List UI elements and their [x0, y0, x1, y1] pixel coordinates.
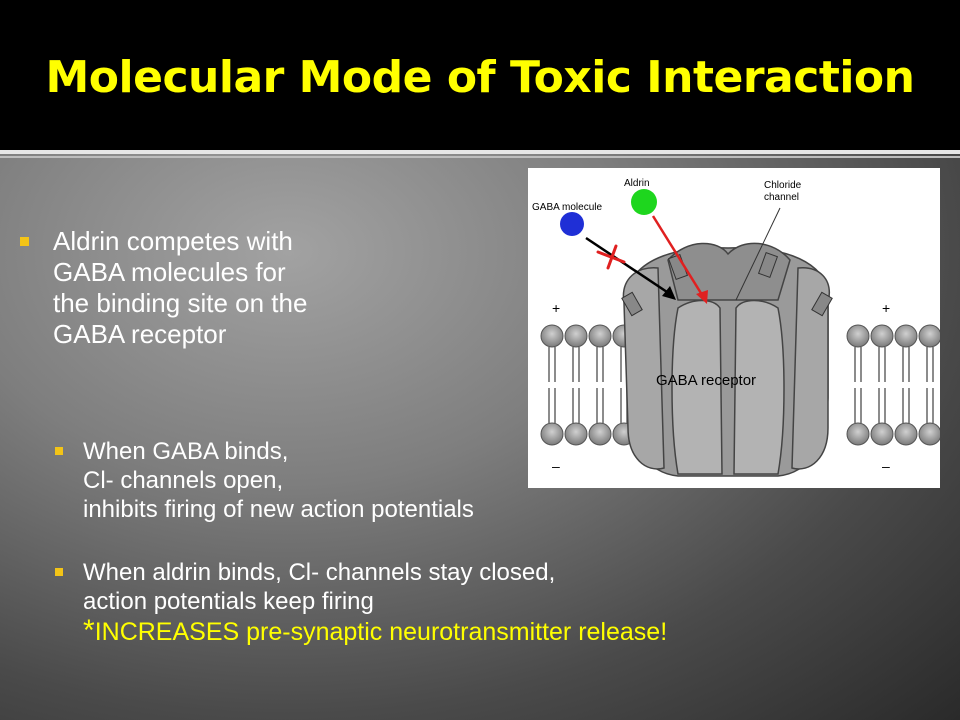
main-bullet-line: GABA molecules for	[53, 257, 286, 287]
slide-title: Molecular Mode of Toxic Interaction	[45, 52, 915, 103]
gaba-arrow	[585, 236, 674, 298]
minus-sign-right: –	[882, 458, 890, 474]
sub-bullet-square-icon	[55, 447, 63, 455]
sub-bullet-gaba: When GABA binds, Cl- channels open, inhi…	[55, 437, 935, 524]
title-divider-thin	[0, 156, 960, 158]
highlight-star: *	[83, 614, 95, 647]
main-bullet: Aldrin competes with GABA molecules for …	[20, 226, 420, 350]
highlight-text-body: INCREASES pre-synaptic neurotransmitter …	[94, 618, 668, 646]
plus-sign-left: +	[552, 300, 561, 316]
main-bullet-line: GABA receptor	[53, 319, 227, 349]
gaba-receptor-diagram: GABA molecule Aldrin Chloride channel GA…	[528, 168, 940, 488]
sub-bullet-line: When GABA binds,	[83, 438, 289, 465]
sub-bullet-line: Cl- channels open,	[83, 467, 284, 494]
title-divider	[0, 150, 960, 154]
minus-sign-left: –	[552, 458, 560, 474]
main-bullet-line: the binding site on the	[53, 288, 308, 318]
bullet-square-icon	[20, 237, 29, 246]
gaba-molecule-icon	[560, 212, 584, 236]
aldrin-arrowhead	[696, 290, 708, 304]
label-gaba-receptor: GABA receptor	[656, 372, 757, 389]
chloride-pointer	[735, 207, 781, 301]
sub-bullet-line: inhibits firing of new action potentials	[83, 496, 474, 523]
blocked-x-icon	[596, 244, 626, 270]
highlight-text: *INCREASES pre-synaptic neurotransmitter…	[83, 616, 935, 647]
title-bar: Molecular Mode of Toxic Interaction	[0, 0, 960, 150]
aldrin-molecule-icon	[631, 189, 657, 215]
receptor-body	[622, 242, 830, 477]
plus-sign-right: +	[882, 300, 891, 316]
sub-bullet-line: When aldrin binds, Cl- channels stay clo…	[83, 559, 556, 586]
sub-bullet-line: action potentials keep firing	[83, 588, 374, 615]
receptor-illustration	[540, 189, 940, 477]
label-chloride-channel: Chloride channel	[764, 180, 824, 204]
sub-bullet-aldrin: When aldrin binds, Cl- channels stay clo…	[55, 558, 935, 647]
label-aldrin: Aldrin	[624, 178, 650, 189]
label-chloride-line: Chloride	[764, 180, 802, 191]
main-bullet-line: Aldrin competes with	[53, 226, 293, 256]
label-chloride-line: channel	[764, 192, 800, 203]
sub-bullet-square-icon	[55, 568, 63, 576]
aldrin-arrow	[651, 215, 706, 299]
label-gaba-molecule: GABA molecule	[532, 202, 603, 213]
gaba-arrowhead	[662, 286, 676, 300]
channel-pegs	[621, 251, 833, 317]
main-bullet-text: Aldrin competes with GABA molecules for …	[53, 226, 420, 350]
